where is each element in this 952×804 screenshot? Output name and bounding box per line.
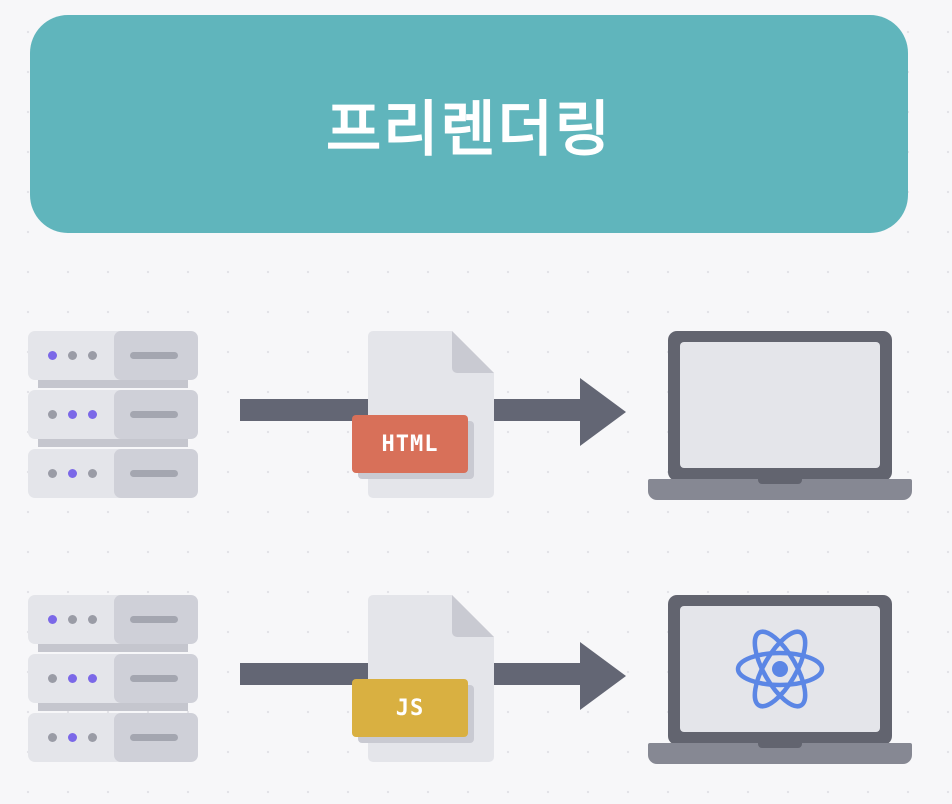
- server-panel: [114, 595, 198, 644]
- server-led: [48, 351, 57, 360]
- server-unit: [28, 449, 198, 498]
- server-unit: [28, 654, 198, 703]
- laptop-icon: [648, 331, 912, 501]
- html-file-icon: HTML: [352, 331, 494, 498]
- server-led: [48, 469, 57, 478]
- server-led: [68, 469, 77, 478]
- server-slot: [130, 616, 178, 623]
- server-panel: [114, 713, 198, 762]
- laptop-lid: [668, 595, 892, 745]
- file-fold: [452, 595, 494, 637]
- arrow-head-icon: [580, 378, 626, 446]
- page-title: 프리렌더링: [326, 94, 612, 165]
- server-led: [88, 469, 97, 478]
- react-icon: [735, 629, 825, 709]
- server-slot: [130, 675, 178, 682]
- server-led: [88, 410, 97, 419]
- server-panel: [114, 449, 198, 498]
- server-led: [68, 351, 77, 360]
- file-fold: [452, 331, 494, 373]
- laptop-lid: [668, 331, 892, 481]
- server-led: [88, 615, 97, 624]
- server-icon: [28, 595, 200, 765]
- arrow-head-icon: [580, 642, 626, 710]
- laptop-notch: [758, 479, 802, 484]
- server-led: [88, 733, 97, 742]
- laptop-icon: [648, 595, 912, 765]
- server-slot: [130, 411, 178, 418]
- server-led: [68, 733, 77, 742]
- file-type-tag: HTML: [352, 415, 468, 473]
- server-led: [68, 674, 77, 683]
- server-connector: [38, 378, 188, 388]
- file-type-tag: JS: [352, 679, 468, 737]
- server-slot: [130, 352, 178, 359]
- server-icon: [28, 331, 200, 501]
- server-led: [68, 615, 77, 624]
- server-connector: [38, 701, 188, 711]
- server-led: [48, 410, 57, 419]
- server-unit: [28, 390, 198, 439]
- server-slot: [130, 470, 178, 477]
- server-led: [48, 674, 57, 683]
- server-connector: [38, 437, 188, 447]
- server-led: [68, 410, 77, 419]
- laptop-screen-blank: [680, 342, 880, 468]
- prerender-flow-row: HTML: [0, 328, 952, 500]
- server-led: [48, 615, 57, 624]
- laptop-screen: [680, 606, 880, 732]
- server-panel: [114, 654, 198, 703]
- server-panel: [114, 390, 198, 439]
- title-banner: 프리렌더링: [30, 15, 908, 233]
- server-unit: [28, 331, 198, 380]
- laptop-base: [648, 479, 912, 500]
- js-file-icon: JS: [352, 595, 494, 762]
- server-led: [48, 733, 57, 742]
- server-led: [88, 674, 97, 683]
- server-led: [88, 351, 97, 360]
- server-unit: [28, 595, 198, 644]
- server-connector: [38, 642, 188, 652]
- server-unit: [28, 713, 198, 762]
- server-panel: [114, 331, 198, 380]
- laptop-base: [648, 743, 912, 764]
- csr-flow-row: JS: [0, 592, 952, 764]
- laptop-notch: [758, 743, 802, 748]
- server-slot: [130, 734, 178, 741]
